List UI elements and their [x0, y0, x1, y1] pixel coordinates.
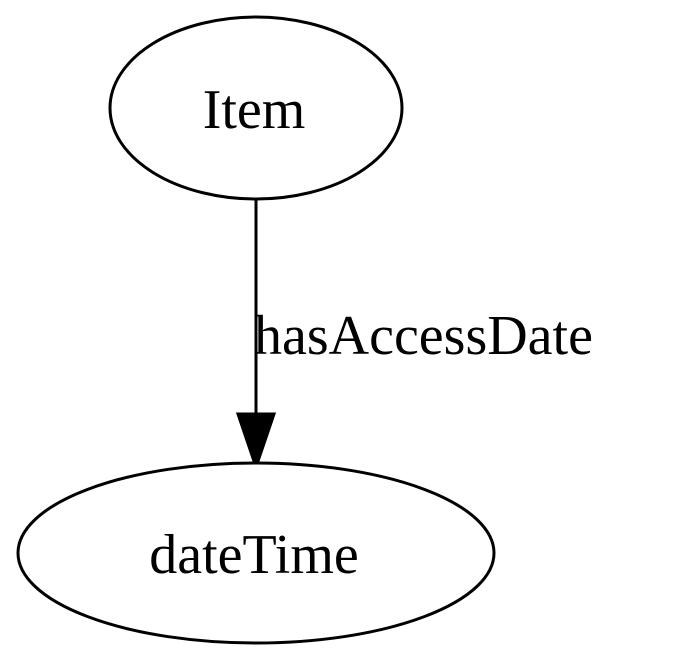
node-item[interactable]: Item [108, 15, 404, 201]
node-datetime[interactable]: dateTime [16, 461, 496, 645]
node-datetime-label: dateTime [149, 524, 358, 586]
node-datetime-shape [16, 461, 496, 645]
edge-has-access-date-label: hasAccessDate [254, 305, 593, 367]
edge-arrowhead-icon [235, 412, 277, 472]
node-item-label: Item [203, 79, 306, 141]
edge-has-access-date[interactable]: hasAccessDate [235, 199, 593, 472]
